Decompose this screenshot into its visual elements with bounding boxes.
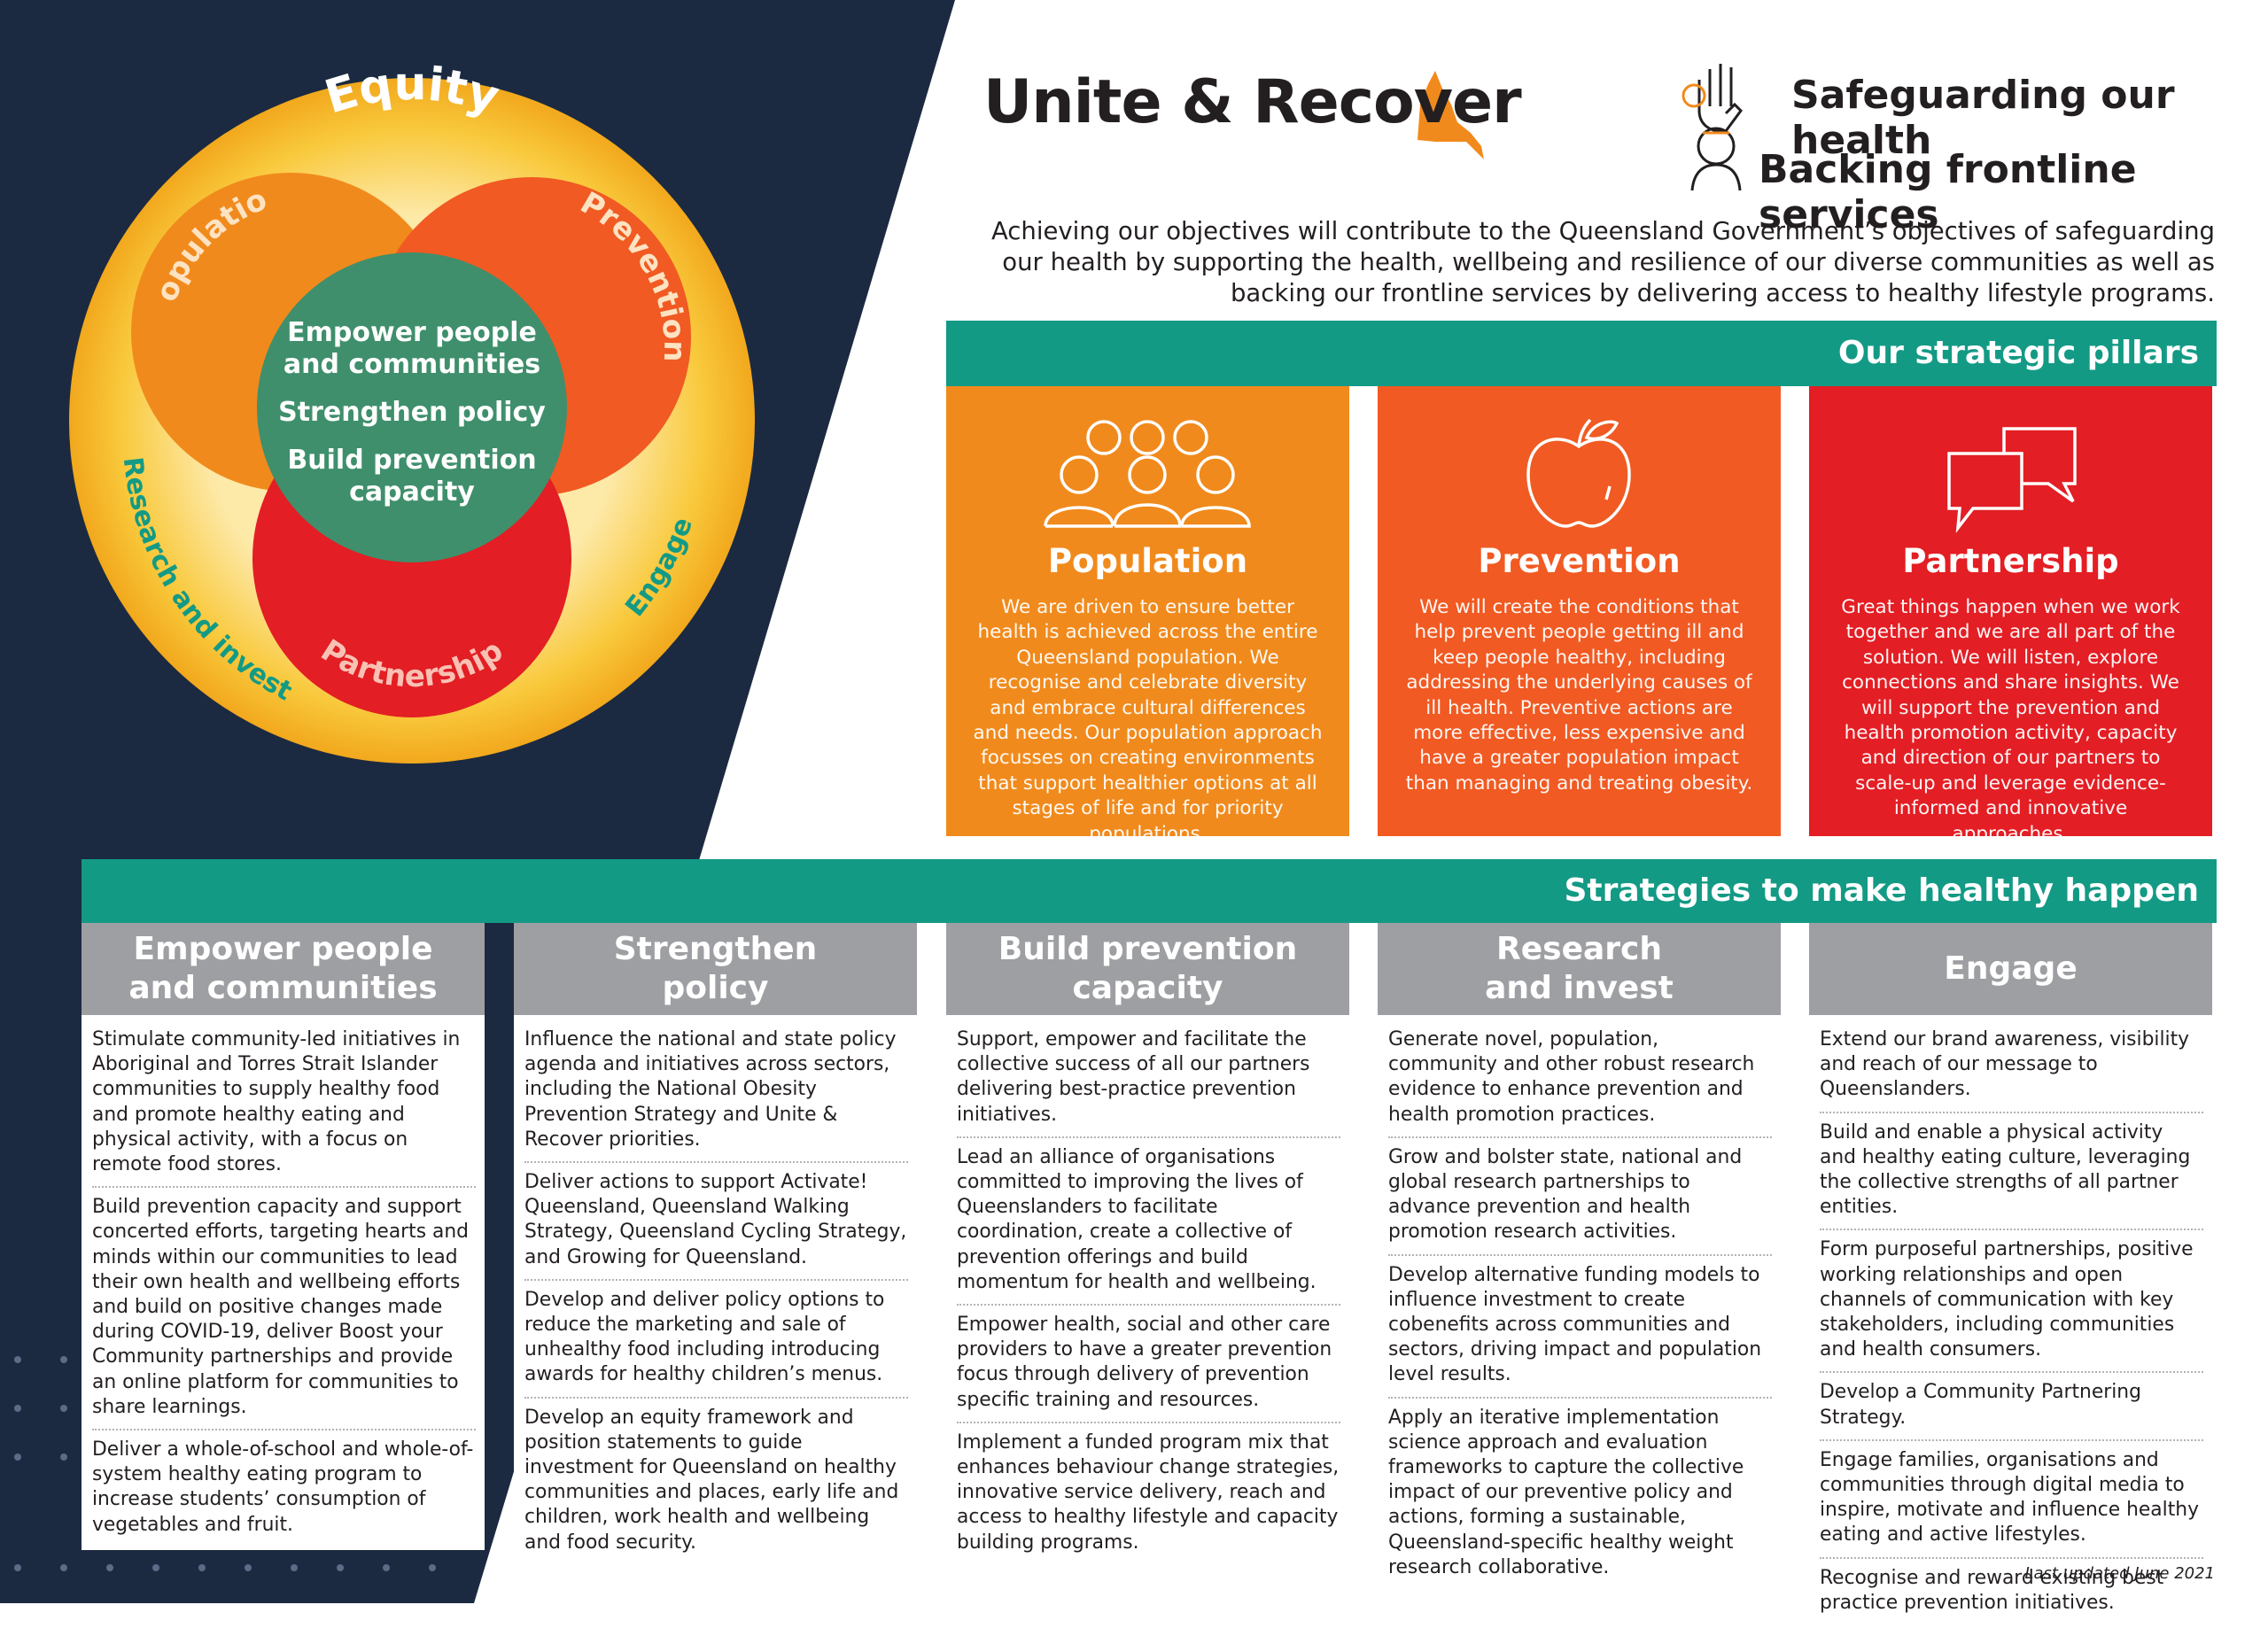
strategy-item: Grow and bolster state, national and glo… xyxy=(1388,1138,1772,1256)
pillar-population: Population We are driven to ensure bette… xyxy=(946,386,1349,845)
page-title: Unite & Recover xyxy=(983,67,1522,137)
venn-center-line: Empower people and communities xyxy=(283,317,541,380)
intro-paragraph: Achieving our objectives will contribute… xyxy=(990,217,2215,307)
queensland-map-icon xyxy=(1418,71,1484,159)
last-updated-note: Last updated June 2021 xyxy=(2024,1564,2215,1583)
speech-bubbles-icon xyxy=(1947,427,2077,533)
tagline-safeguarding: Safeguarding our health xyxy=(1791,73,2175,163)
apple-icon xyxy=(1526,418,1631,528)
strategy-heading: Research and invest xyxy=(1378,923,1781,1015)
nurse-icon xyxy=(1690,127,1742,191)
strategy-item: Empower health, social and other care pr… xyxy=(957,1306,1340,1423)
strategy-item: Form purposeful partnerships, positive w… xyxy=(1820,1230,2203,1374)
strategy-column-engage: Engage Extend our brand awareness, visib… xyxy=(1809,923,2212,1628)
hand-icon xyxy=(1682,64,1743,133)
strategy-heading: Empower people and communities xyxy=(82,923,485,1015)
venn-center-line: Build prevention capacity xyxy=(287,445,537,508)
strategy-item: Support, empower and facilitate the coll… xyxy=(957,1020,1340,1138)
strategy-item: Influence the national and state policy … xyxy=(524,1020,908,1164)
strategy-column-policy: Strengthen policy Influence the national… xyxy=(514,923,917,1568)
strategy-item: Generate novel, population, community an… xyxy=(1388,1020,1772,1138)
strategy-item: Lead an alliance of organisations commit… xyxy=(957,1138,1340,1306)
strategy-item: Develop and deliver policy options to re… xyxy=(524,1281,908,1399)
strategy-item: Implement a funded program mix that enha… xyxy=(957,1430,1340,1554)
venn-center-line: Strengthen policy xyxy=(278,397,546,428)
strategy-item: Stimulate community-led initiatives in A… xyxy=(92,1020,476,1189)
pillar-description: We will create the conditions that help … xyxy=(1405,596,1753,795)
strategy-column-capacity: Build prevention capacity Support, empow… xyxy=(946,923,1349,1568)
strategy-list: Support, empower and facilitate the coll… xyxy=(946,1015,1349,1568)
strategy-item: Extend our brand awareness, visibility a… xyxy=(1820,1020,2203,1113)
pillar-title: Prevention xyxy=(1478,542,1681,580)
strategy-item: Build prevention capacity and support co… xyxy=(92,1188,476,1431)
strategy-heading: Strengthen policy xyxy=(514,923,917,1015)
strategies-banner: Strategies to make healthy happen xyxy=(82,859,2217,923)
pillars-banner: Our strategic pillars xyxy=(946,321,2217,386)
strategy-item: Apply an iterative implementation scienc… xyxy=(1388,1406,1744,1578)
strategy-item: Deliver a whole-of-school and whole-of-s… xyxy=(92,1438,474,1536)
strategy-item: Deliver actions to support Activate! Que… xyxy=(524,1163,908,1281)
strategy-list: Extend our brand awareness, visibility a… xyxy=(1809,1015,2212,1628)
strategy-item: Engage families, organisations and commu… xyxy=(1820,1441,2203,1559)
strategy-list: Influence the national and state policy … xyxy=(514,1015,917,1568)
strategy-column-empower: Empower people and communities Stimulate… xyxy=(82,923,485,1550)
pillar-title: Population xyxy=(1047,542,1248,580)
tagline-backing: Backing frontline services xyxy=(1759,147,2137,237)
dot-pattern xyxy=(14,1356,436,1571)
pillar-title: Partnership xyxy=(1902,542,2119,580)
people-group-icon xyxy=(1044,420,1251,528)
pillar-description: Great things happen when we work togethe… xyxy=(1841,596,2180,845)
center-circle xyxy=(257,252,567,562)
strategy-item: Develop a Community Partnering Strategy. xyxy=(1820,1373,2203,1441)
pillar-partnership: Partnership Great things happen when we … xyxy=(1809,386,2212,845)
strategy-list: Stimulate community-led initiatives in A… xyxy=(82,1015,485,1550)
pillar-description: We are driven to ensure better health is… xyxy=(973,596,1323,845)
pillar-prevention: Prevention We will create the conditions… xyxy=(1378,386,1781,836)
strategy-item: Develop alternative funding models to in… xyxy=(1388,1256,1772,1399)
strategy-heading: Build prevention capacity xyxy=(946,923,1349,1015)
strategy-item: Build and enable a physical activity and… xyxy=(1820,1113,2203,1231)
strategy-column-research: Research and invest Generate novel, popu… xyxy=(1378,923,1781,1593)
strategy-heading: Engage xyxy=(1809,923,2212,1015)
strategy-item: Develop an equity framework and position… xyxy=(524,1406,899,1554)
strategy-list: Generate novel, population, community an… xyxy=(1378,1015,1781,1593)
venn-center-text: Empower people and communities Strengthe… xyxy=(257,317,567,524)
